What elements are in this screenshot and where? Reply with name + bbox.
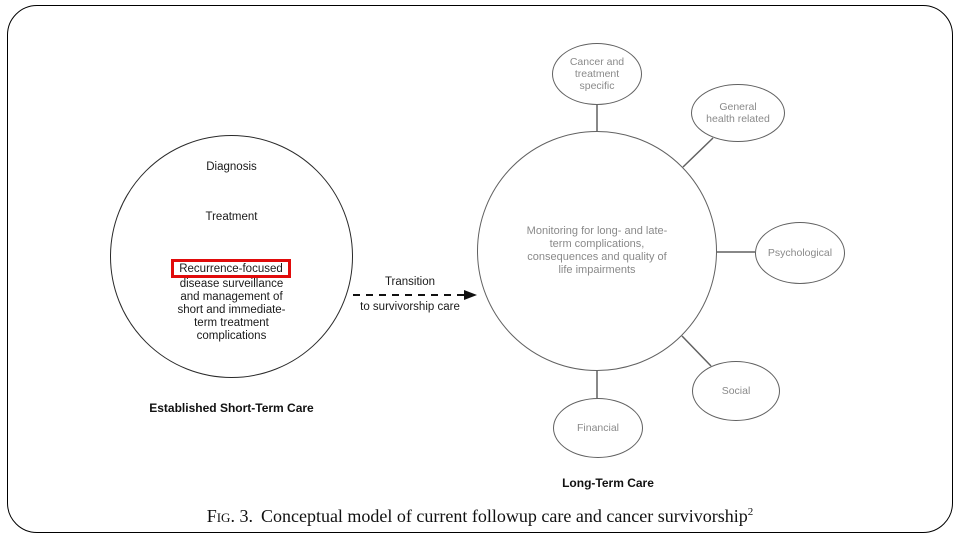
hub-line: life impairments bbox=[558, 264, 636, 276]
satellite-line: specific bbox=[579, 80, 615, 92]
hub-line: Monitoring for long- and late- bbox=[526, 225, 668, 237]
detail-line: complications bbox=[196, 330, 267, 342]
satellite-line: Cancer and bbox=[569, 56, 625, 68]
short-term-care-circle bbox=[110, 135, 353, 378]
transition-label: Transition bbox=[384, 276, 436, 288]
satellite-line: treatment bbox=[574, 68, 620, 80]
caption-text: Conceptual model of current followup car… bbox=[260, 506, 748, 526]
surveillance-detail-text: disease surveillance and management of s… bbox=[110, 278, 353, 343]
long-term-care-hub-circle: Monitoring for long- and late- term comp… bbox=[477, 131, 717, 371]
connector-general-health bbox=[682, 137, 714, 168]
hub-line: consequences and quality of bbox=[527, 251, 667, 263]
satellite-psychological: Psychological bbox=[755, 222, 845, 284]
satellite-social: Social bbox=[692, 361, 780, 421]
hub-line: term complications, bbox=[549, 238, 645, 250]
transition-sublabel: to survivorship care bbox=[360, 301, 460, 313]
established-short-term-care-label: Established Short-Term Care bbox=[149, 401, 314, 415]
long-term-care-label: Long-Term Care bbox=[562, 476, 654, 490]
footnote-reference: 2 bbox=[747, 506, 754, 518]
satellite-line: Financial bbox=[576, 422, 620, 434]
recurrence-focused-highlight-box: Recurrence-focused bbox=[171, 259, 291, 278]
diagnosis-step-label: Diagnosis bbox=[206, 161, 257, 173]
figure-number: Fig. 3. bbox=[206, 506, 253, 526]
satellite-line: health related bbox=[706, 113, 770, 125]
connector-social bbox=[681, 335, 712, 367]
satellite-line: Psychological bbox=[767, 247, 833, 259]
satellite-cancer-treatment-specific: Cancer and treatment specific bbox=[552, 43, 642, 105]
transition-arrowhead-icon bbox=[464, 290, 477, 300]
monitoring-hub-text: Monitoring for long- and late- term comp… bbox=[502, 225, 692, 277]
satellite-general-health-related: General health related bbox=[691, 84, 785, 142]
satellite-line: Social bbox=[721, 385, 751, 397]
detail-line: term treatment bbox=[194, 317, 269, 329]
figure-caption: Fig. 3. Conceptual model of current follo… bbox=[7, 501, 953, 527]
satellite-financial: Financial bbox=[553, 398, 643, 458]
recurrence-focused-label: Recurrence-focused bbox=[179, 262, 283, 275]
detail-line: and management of bbox=[180, 291, 283, 303]
satellite-line: General bbox=[719, 101, 757, 113]
detail-line: disease surveillance bbox=[179, 278, 284, 290]
treatment-step-label: Treatment bbox=[205, 211, 258, 223]
detail-line: short and immediate- bbox=[177, 304, 286, 316]
